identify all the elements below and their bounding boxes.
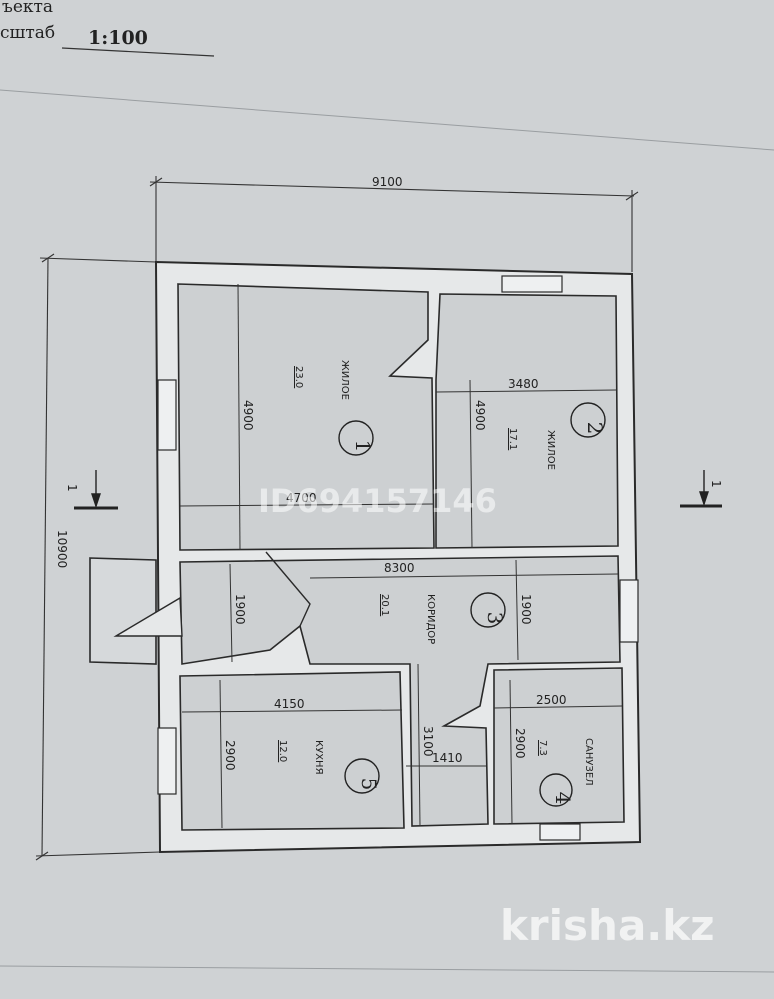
paper-edge-line-bottom — [0, 965, 774, 973]
room-4-circle — [539, 773, 573, 807]
window-room-1 — [157, 379, 177, 451]
scale-prefix: сштаб — [0, 23, 55, 43]
object-label: ъекта — [2, 0, 53, 17]
overall-dimension-lines — [35, 176, 639, 861]
passage-height-label: 3100 — [421, 726, 435, 757]
room-3-area: 20.1 — [379, 594, 390, 616]
internal-dimension-lines — [179, 283, 623, 829]
room-3-number: 3 — [483, 612, 507, 625]
room1-height-label: 4900 — [241, 400, 255, 431]
room-numbers: 1 2 3 4 5 — [351, 422, 607, 805]
room-5-name: КУХНЯ — [313, 740, 324, 775]
section-marks — [74, 470, 722, 510]
overall-height-label: 10900 — [55, 530, 69, 568]
room-5-area: 12.0 — [277, 740, 288, 762]
paper-edge-line — [0, 89, 774, 151]
scale-underline — [61, 47, 215, 57]
room-1-area: 23.0 — [293, 366, 304, 388]
room-5-kitchen — [179, 671, 405, 831]
internal-dimension-labels: 4900 4700 3480 4900 8300 1900 1900 4150 … — [223, 377, 567, 771]
site-watermark: krisha.kz — [500, 901, 715, 950]
room-number-circles — [338, 402, 606, 807]
section-mark-right-label: 1 — [709, 480, 723, 488]
entry-door-swing — [113, 596, 183, 637]
room-3-name: КОРИДОР — [425, 594, 436, 644]
room-4-area: 7.3 — [537, 740, 548, 756]
room-labels: 23.0 ЖИЛОЕ 17.1 ЖИЛОЕ 20.1 КОРИДОР 7.3 С… — [277, 360, 594, 786]
kitchen-width-label: 4150 — [274, 697, 305, 711]
room-1-name: ЖИЛОЕ — [339, 360, 350, 400]
room-3-corridor — [179, 555, 621, 827]
kitchen-height-label: 2900 — [223, 740, 237, 771]
room1-width-label: 4700 — [286, 491, 317, 505]
room-1-circle — [338, 420, 374, 456]
room2-width-label: 3480 — [508, 377, 539, 391]
room-4-number: 4 — [551, 792, 575, 805]
window-room-2 — [501, 275, 563, 293]
room-3-circle — [470, 592, 506, 628]
bathroom-width-label: 2500 — [536, 693, 567, 707]
room-1-number: 1 — [351, 440, 375, 453]
room-2-living — [435, 293, 619, 549]
listing-id-watermark: ID694157146 — [258, 482, 497, 520]
room-2-area: 17.1 — [507, 428, 518, 450]
corridor-height-label: 1900 — [519, 594, 533, 625]
window-bathroom — [539, 823, 581, 841]
section-mark-left-label: 1 — [65, 484, 79, 492]
window-corridor — [619, 579, 639, 643]
room-5-circle — [344, 758, 380, 794]
corridor-door-swing — [265, 551, 311, 627]
overall-width-label: 9100 — [372, 175, 403, 189]
room-2-name: ЖИЛОЕ — [545, 430, 556, 470]
windows — [157, 275, 639, 841]
room-1-living — [177, 283, 435, 551]
room2-height-label: 4900 — [473, 400, 487, 431]
entry-porch — [89, 557, 157, 665]
room-2-circle — [570, 402, 606, 438]
room-5-number: 5 — [357, 778, 381, 791]
room-2-number: 2 — [583, 422, 607, 435]
room-4-name: САНУЗЕЛ — [583, 738, 594, 786]
window-kitchen — [157, 727, 177, 795]
bathroom-height-label: 2900 — [513, 728, 527, 759]
passage-width-label: 1410 — [432, 751, 463, 765]
entry-height-label: 1900 — [233, 594, 247, 625]
scale-value: 1:100 — [88, 27, 148, 49]
corridor-length-label: 8300 — [384, 561, 415, 575]
